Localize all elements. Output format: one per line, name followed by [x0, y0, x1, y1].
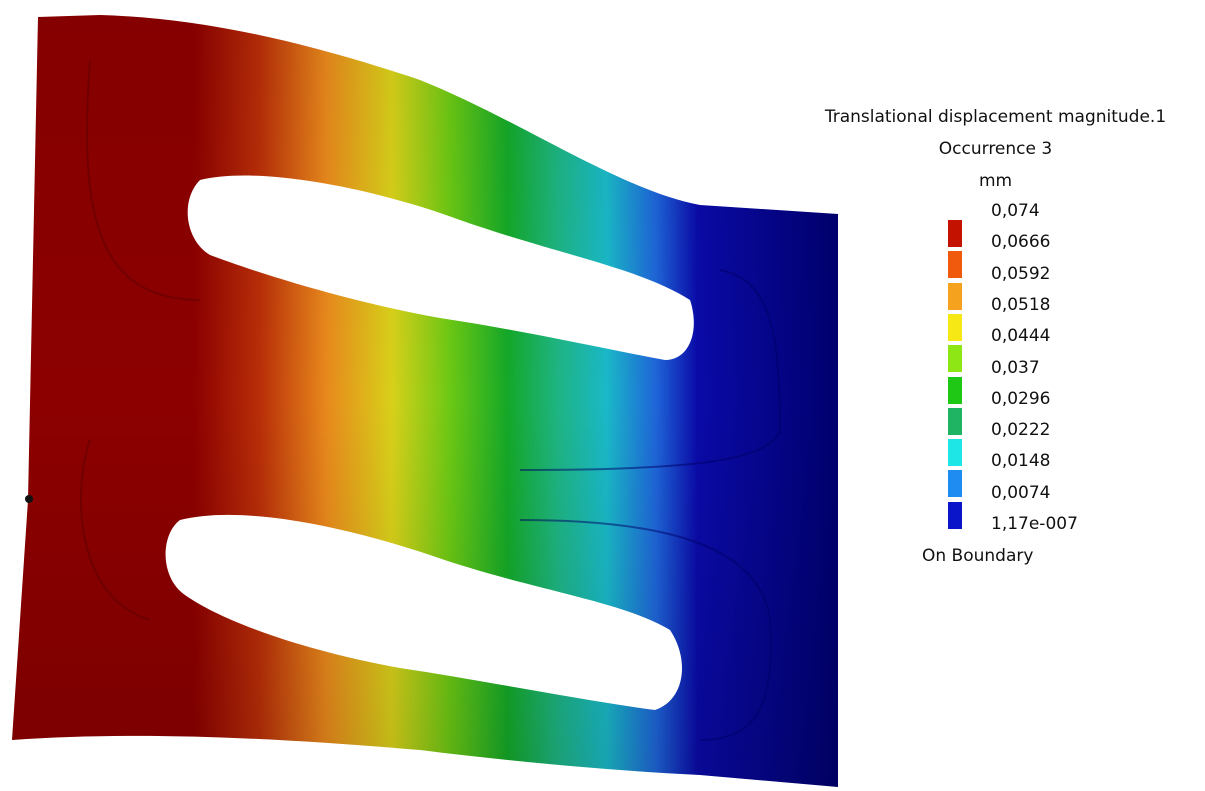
legend-swatch: [948, 345, 962, 373]
legend-value: 0,0592: [991, 263, 1051, 284]
legend-swatch: [948, 313, 962, 341]
legend-value: 0,0296: [991, 388, 1051, 409]
legend-value: 0,074: [991, 201, 1040, 221]
legend-value: 0,0074: [991, 482, 1051, 503]
legend-swatch: [948, 439, 962, 467]
legend-swatch: [948, 407, 962, 435]
legend-footer: On Boundary: [922, 546, 1034, 566]
legend-unit: mm: [978, 171, 1013, 191]
legend-swatch: [948, 501, 962, 529]
legend-swatch: [948, 376, 962, 404]
color-legend: Translational displacement magnitude.1 O…: [786, 106, 1205, 586]
legend-value: 0,0666: [991, 232, 1051, 253]
legend-value: 1,17e-007: [991, 514, 1078, 534]
legend-swatch: [948, 470, 962, 498]
legend-value: 0,0518: [991, 294, 1051, 315]
legend-value: 0,0222: [991, 420, 1051, 441]
legend-value: 0,0148: [991, 451, 1051, 472]
legend-swatch: [948, 251, 962, 279]
legend-title: Translational displacement magnitude.1: [824, 107, 1167, 127]
legend-value: 0,0444: [991, 326, 1051, 347]
legend-swatch: [948, 282, 962, 310]
legend-swatch: [948, 220, 962, 247]
marker-dot: [25, 495, 33, 503]
legend-occurrence: Occurrence 3: [938, 139, 1053, 159]
legend-value: 0,037: [991, 357, 1040, 378]
